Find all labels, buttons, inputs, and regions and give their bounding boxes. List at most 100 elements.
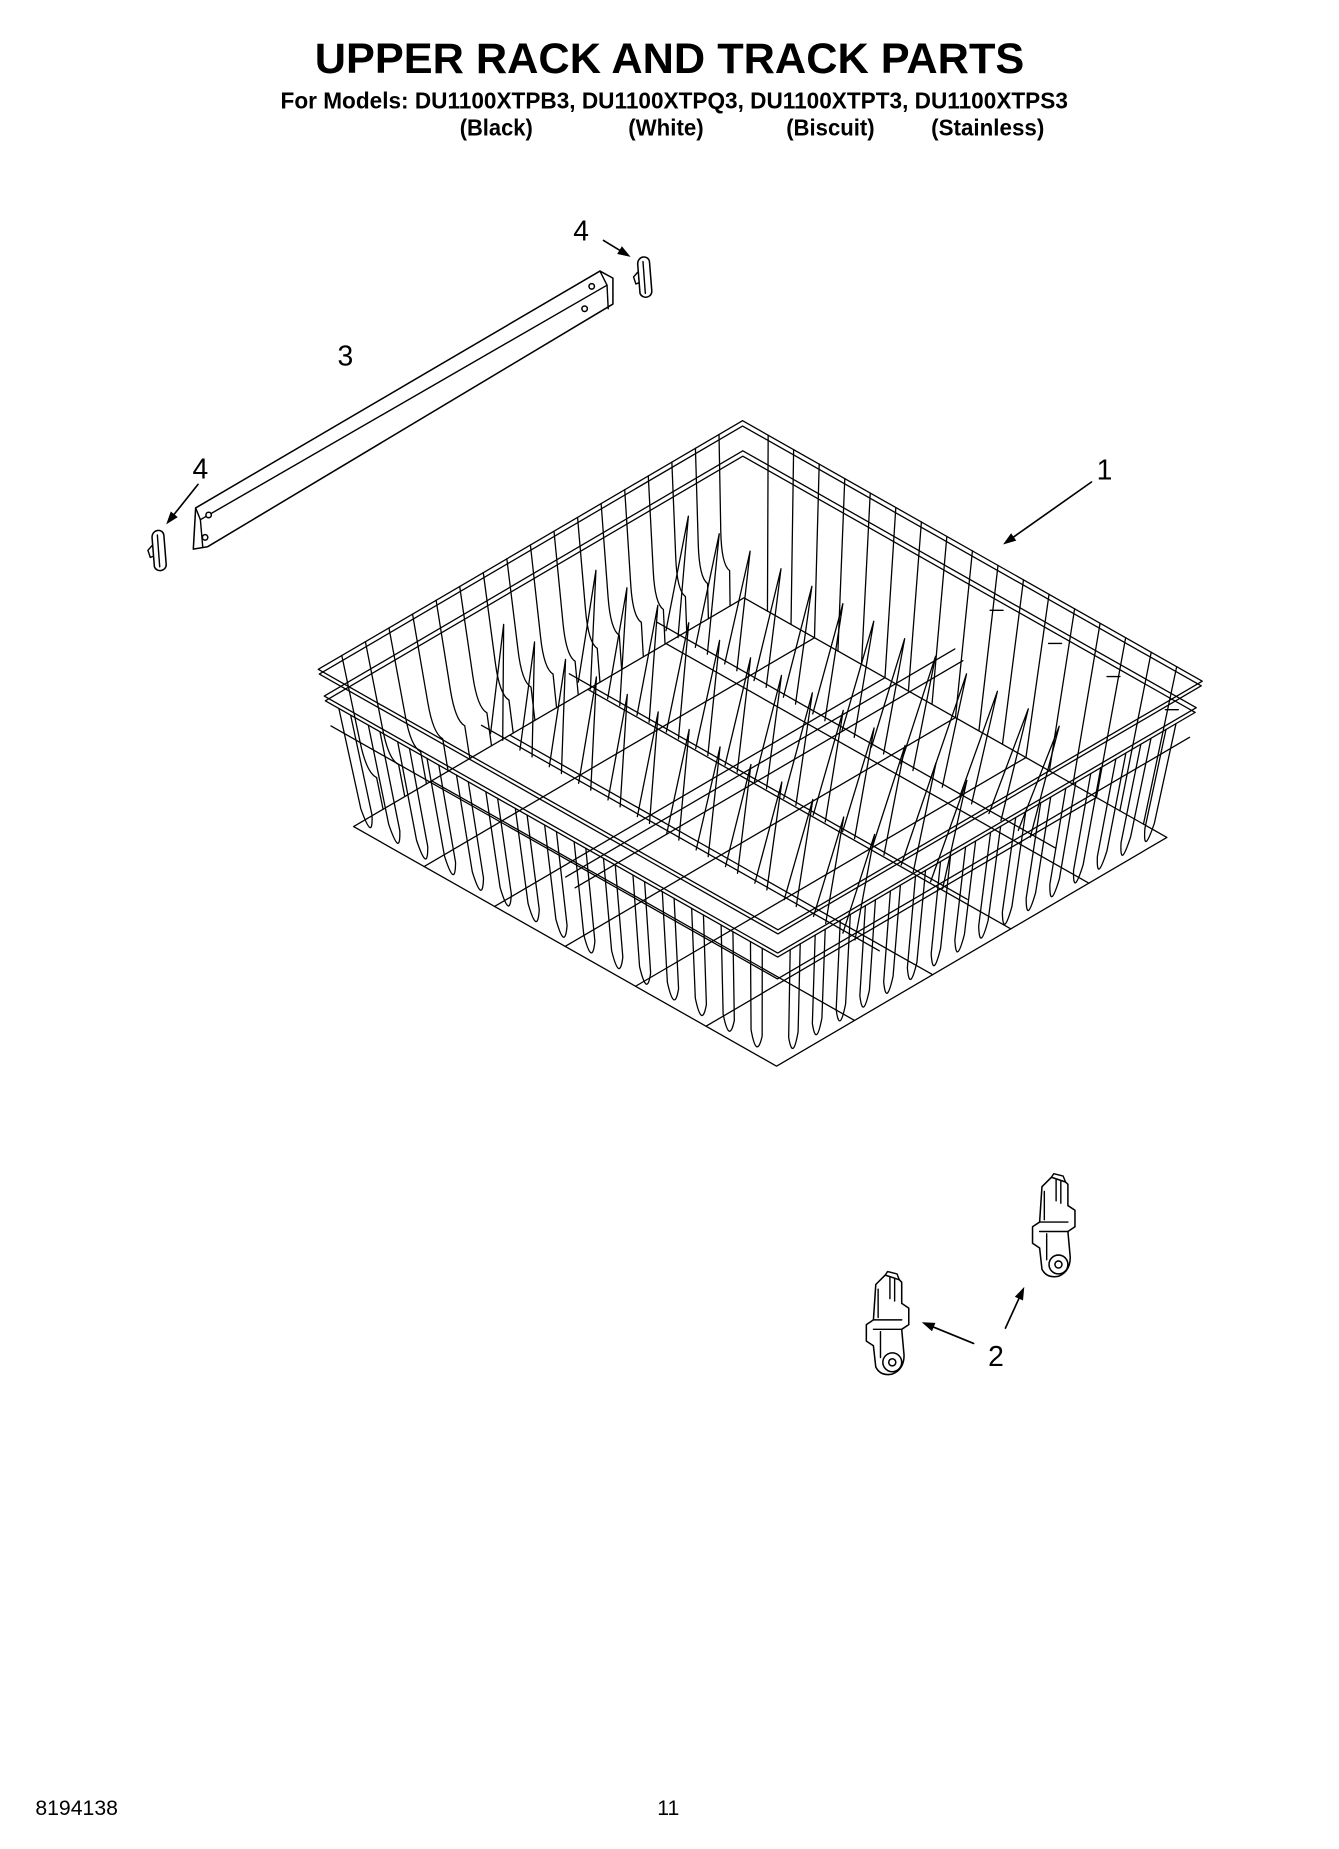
- rack-front-wall-loop: [954, 840, 977, 953]
- model-color-stainless: (Stainless): [931, 115, 1044, 141]
- rack-tine: [841, 727, 875, 840]
- roller-axle: [887, 1357, 897, 1367]
- rack-bottom-frame: [352, 597, 1168, 1067]
- rack-tine: [577, 569, 597, 690]
- callout-arrow-clip-left: [166, 483, 199, 525]
- rack-back-wall-wire: [411, 613, 449, 772]
- rack-tine: [783, 692, 814, 807]
- rack-tine: [870, 638, 906, 755]
- rack-front-wall-loop: [883, 884, 902, 994]
- roller-axle: [1054, 1260, 1063, 1269]
- callout-arrow-roller-right: [1004, 1286, 1025, 1329]
- rack-back-wall-wire: [624, 489, 644, 658]
- rack-tine: [812, 603, 844, 722]
- model-color-black: (Black): [460, 115, 533, 141]
- rack-top-rim: [317, 420, 1203, 931]
- rack-top-rim-inner: [318, 425, 1202, 935]
- rack-tine: [489, 623, 505, 741]
- rack-tine: [841, 620, 875, 739]
- track-clip-hook: [632, 271, 640, 285]
- rack-back-wall-wire: [647, 475, 666, 645]
- arrow-head: [166, 511, 178, 525]
- rack-side-wall-wire: [907, 521, 923, 692]
- track-rail-drawing: [192, 270, 614, 550]
- rack-back-wall-wire: [388, 627, 428, 785]
- rack-front-wall-loop: [859, 899, 877, 1008]
- track-rail-hole: [588, 282, 596, 290]
- rack-back-wall-wire: [576, 516, 601, 683]
- arrow-head: [921, 1322, 936, 1332]
- track-rail-body: [192, 270, 614, 550]
- arrow-shaft: [173, 483, 199, 516]
- rack-center-spine: [574, 659, 964, 889]
- rack-tine: [988, 708, 1029, 822]
- rack-front-wall-loop: [835, 913, 851, 1022]
- rack-front-wall-loop: [367, 724, 401, 844]
- rack-front-wall-loop: [455, 774, 485, 891]
- rack-upper-rail-inner: [324, 455, 1196, 958]
- rack-floor-wire: [564, 716, 957, 948]
- arrow-shaft: [1012, 481, 1093, 538]
- rack-back-wall-wire: [435, 599, 471, 760]
- rack-tine: [782, 585, 813, 705]
- rack-side-wall-wire: [884, 506, 897, 679]
- rack-front-wall-loop: [485, 791, 512, 907]
- rack-front-wall-loop: [788, 943, 801, 1049]
- rack-front-wall-loop: [930, 855, 952, 967]
- rack-side-wall-wire: [790, 449, 795, 626]
- rack-tine: [754, 781, 783, 891]
- arrow-shaft: [932, 1326, 975, 1345]
- rack-front-wall-loop: [1025, 796, 1052, 912]
- callout-arrow-roller-left: [921, 1322, 975, 1345]
- rack-front-wall-loop: [1120, 737, 1152, 856]
- rack-tine: [694, 533, 720, 655]
- rack-front-wall-loop: [1001, 811, 1027, 925]
- track-rail-hole: [201, 533, 209, 541]
- rack-tine: [958, 690, 999, 805]
- rack-front-wall-loop: [691, 907, 708, 1017]
- track-rail-fold: [199, 284, 608, 521]
- callout-arrow-rack: [1003, 481, 1093, 545]
- upper-rack-drawing: [317, 420, 1203, 1067]
- arrow-shaft: [602, 239, 621, 252]
- rack-front-wall-loop: [602, 857, 624, 970]
- rack-tine: [548, 658, 567, 775]
- callout-label-clip-left: 4: [193, 452, 209, 484]
- rack-tine: [695, 639, 721, 757]
- rack-front-wall-loop: [632, 874, 652, 985]
- rack-tine: [665, 622, 690, 740]
- rack-back-wall-wire: [553, 530, 579, 696]
- rack-floor-wire: [587, 688, 1012, 930]
- rack-tine: [871, 744, 906, 856]
- rack-floor-wire: [705, 796, 1098, 1027]
- callout-label-track: 3: [337, 339, 353, 371]
- callout-label-clip-right: 4: [573, 214, 589, 246]
- rack-side-wall-wire: [1072, 622, 1101, 785]
- model-color-biscuit: (Biscuit): [786, 115, 874, 141]
- arrow-head: [1003, 533, 1017, 545]
- rack-tine: [753, 568, 782, 689]
- rack-front-wall-loop: [514, 807, 540, 923]
- rack-tine: [607, 693, 628, 808]
- rack-floor-wire: [634, 756, 1027, 987]
- rack-tine: [812, 709, 844, 823]
- rack-front-wall-loop: [1143, 723, 1177, 843]
- track-clip-left-drawing: [147, 529, 167, 572]
- rack-front-wall-loop: [426, 757, 457, 876]
- rack-tine: [842, 833, 876, 941]
- rack-back-wall-wire: [459, 585, 493, 747]
- callout-label-rack: 1: [1097, 454, 1113, 486]
- rack-back-wall-wire: [506, 558, 536, 721]
- rack-floor-wire: [665, 642, 1090, 884]
- track-rail-hole: [581, 305, 589, 313]
- rack-tine: [929, 779, 968, 890]
- rack-floor-wire: [423, 637, 816, 868]
- rack-back-wall-wire: [482, 571, 514, 734]
- arrow-head: [617, 246, 631, 257]
- rack-front-wall-loop: [720, 924, 735, 1032]
- rack-front-wall-loop: [906, 869, 927, 981]
- rack-tine: [929, 673, 968, 788]
- rack-front-wall-loop: [573, 841, 596, 954]
